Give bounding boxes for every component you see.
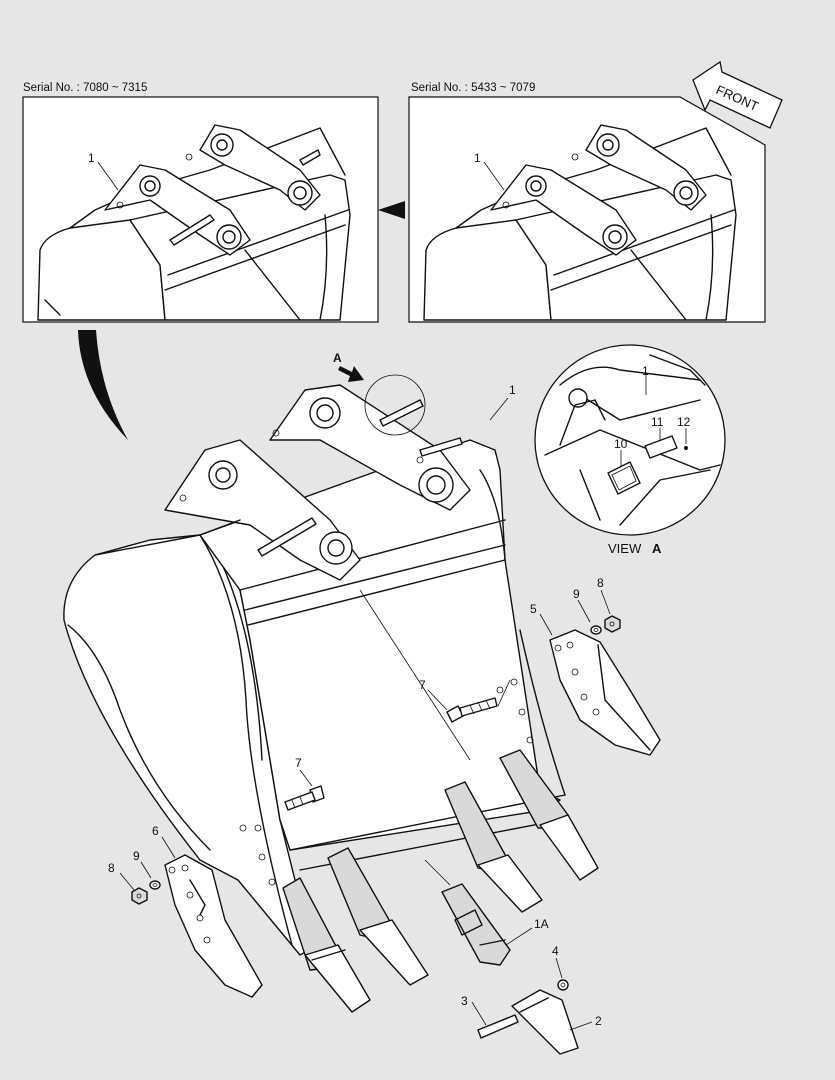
washer-4 — [557, 979, 569, 991]
callout-1a: 1A — [534, 917, 549, 931]
serial-right: Serial No. : 5433 ~ 7079 — [411, 82, 535, 94]
view-a-label-11: 11 — [651, 415, 664, 429]
nut-8-left — [131, 887, 148, 905]
side-cutter-6 — [164, 854, 263, 998]
callout-6: 6 — [152, 824, 159, 838]
inset-left-bucket — [37, 124, 351, 321]
tooth-1a-exploded — [441, 883, 511, 966]
callout-leaders — [119, 397, 611, 1031]
tip-2-exploded — [511, 989, 579, 1055]
bucket-teeth — [282, 749, 599, 1055]
callout-4: 4 — [552, 944, 559, 958]
nut-8-right — [604, 615, 621, 633]
pin-3 — [477, 1014, 519, 1039]
callout-7-right: 7 — [419, 678, 426, 692]
bolt-7-right — [446, 697, 498, 723]
bolt-7-left — [284, 785, 325, 811]
callout-8-left: 8 — [108, 861, 115, 875]
inset-right: Serial No. : 5433 ~ 7079 FRONT 1 — [408, 60, 783, 323]
tooth-3 — [444, 781, 543, 913]
inset-pointer-triangle — [378, 201, 405, 219]
hardware — [131, 615, 661, 998]
inset-connector-curve — [78, 330, 128, 440]
main-arrow-letter: A — [333, 351, 342, 365]
tooth-2 — [327, 847, 429, 986]
callout-3: 3 — [461, 994, 468, 1008]
washer-9-right — [590, 625, 602, 635]
callout-1: 1 — [509, 383, 516, 397]
view-a-caption-letter: A — [652, 541, 662, 556]
view-a-caption-prefix: VIEW — [608, 541, 642, 556]
serial-left: Serial No. : 7080 ~ 7315 — [23, 82, 147, 94]
side-cutter-5 — [549, 629, 661, 756]
inset-left-label-1: 1 — [88, 151, 95, 165]
callout-7-left: 7 — [295, 756, 302, 770]
tooth-1 — [282, 877, 371, 1013]
callout-8-right: 8 — [597, 576, 604, 590]
callout-2: 2 — [595, 1014, 602, 1028]
washer-9-left — [149, 880, 161, 890]
inset-right-label-1: 1 — [474, 151, 481, 165]
inset-right-bucket — [423, 124, 737, 321]
view-a-detail: 1 10 11 12 VIEW A — [534, 344, 726, 556]
main-bucket — [63, 366, 566, 956]
view-a-arrow — [338, 366, 364, 382]
view-a-label-12: 12 — [677, 415, 691, 429]
view-a-label-10: 10 — [614, 437, 628, 451]
tooth-4 — [499, 749, 599, 881]
callout-9-left: 9 — [133, 849, 140, 863]
callout-5: 5 — [530, 602, 537, 616]
callout-9-right: 9 — [573, 587, 580, 601]
callout-labels: A 1 1A 2 3 4 5 6 7 7 8 9 8 9 — [108, 351, 604, 1028]
view-a-label-1: 1 — [642, 364, 649, 378]
inset-left: Serial No. : 7080 ~ 7315 1 — [22, 82, 379, 323]
